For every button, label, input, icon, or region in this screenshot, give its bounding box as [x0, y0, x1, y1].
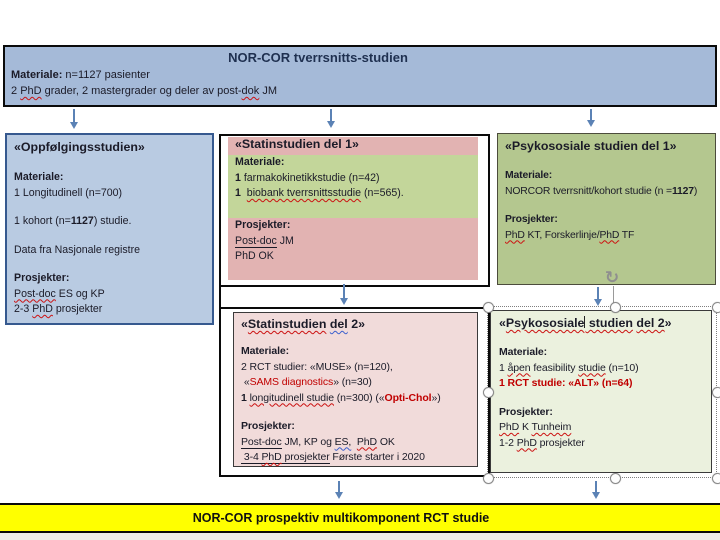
box-title: «Statinstudien del 1» — [235, 137, 359, 151]
shape-statinstudien-del1[interactable]: «Statinstudien del 1» Materiale:1 farmak… — [228, 137, 478, 280]
arrow-psyko1-to-psyko2[interactable] — [594, 287, 602, 306]
arrow-header-to-statin1[interactable] — [327, 109, 335, 128]
selection-handle-top-mid[interactable] — [610, 302, 621, 313]
shape-statinstudien-del2[interactable]: «Statinstudien del 2» Materiale:2 RCT st… — [233, 312, 478, 467]
box-title: «Statinstudien del 2» — [241, 317, 365, 331]
box-title: «Psykososiale studien del 1» — [505, 139, 677, 153]
statin1-materiale-section: Materiale:1 farmakokinetikkstudie (n=42)… — [228, 155, 478, 218]
arrow-statin1-to-statin2[interactable] — [340, 284, 348, 305]
arrow-statin2-to-bottom-bar[interactable] — [335, 481, 343, 499]
bottom-bar-shape[interactable]: NOR-COR prospektiv multikomponent RCT st… — [0, 503, 720, 533]
box-title: «Oppfølgingsstudien» — [14, 140, 145, 154]
selection-handle-top-right[interactable] — [712, 302, 720, 313]
rotate-handle-stem — [613, 286, 614, 307]
selection-handle-mid-left[interactable] — [483, 387, 494, 398]
shape-psykososiale-del2-selected[interactable]: «Psykososiale studien del 2» Materiale:1… — [490, 310, 712, 473]
shape-psykososiale-del1[interactable]: «Psykososiale studien del 1» Materiale:N… — [497, 133, 716, 285]
bottom-bar-title: NOR-COR prospektiv multikomponent RCT st… — [192, 511, 490, 525]
box-body-text: Materiale:NORCOR tverrsnitt/kohort studi… — [505, 170, 698, 241]
arrow-header-to-left-box[interactable] — [70, 109, 78, 129]
selection-handle-bottom-left[interactable] — [483, 473, 494, 484]
shape-oppfolgingsstudien[interactable]: «Oppfølgingsstudien» Materiale:1 Longitu… — [5, 133, 214, 325]
box-body-text: Materiale:1 åpen feasibility studie (n=1… — [499, 346, 639, 449]
header-title: NOR-COR tverrsnitts-studien — [228, 50, 408, 65]
arrow-header-to-psyko1[interactable] — [587, 109, 595, 127]
selection-handle-mid-right[interactable] — [712, 387, 720, 398]
rotate-handle-icon[interactable]: ↻ — [604, 268, 620, 287]
selection-handle-bottom-mid[interactable] — [610, 473, 621, 484]
box-body-text: Materiale:1 Longitudinell (n=700)1 kohor… — [14, 171, 141, 315]
box-body-text: Materiale:2 RCT studier: «MUSE» (n=120),… — [241, 345, 441, 464]
arrow-psyko2-to-bottom-bar[interactable] — [592, 481, 600, 499]
box-title: «Psykososiale studien del 2» — [499, 316, 672, 330]
selection-handle-top-left[interactable] — [483, 302, 494, 313]
slide-bottom-margin — [0, 533, 720, 540]
header-shape-norcor-tverrsnitt[interactable]: NOR-COR tverrsnitts-studien Materiale: n… — [3, 45, 717, 107]
frame-connector-line — [219, 285, 221, 309]
selection-border — [487, 306, 717, 478]
selection-handle-bottom-right[interactable] — [712, 473, 720, 484]
